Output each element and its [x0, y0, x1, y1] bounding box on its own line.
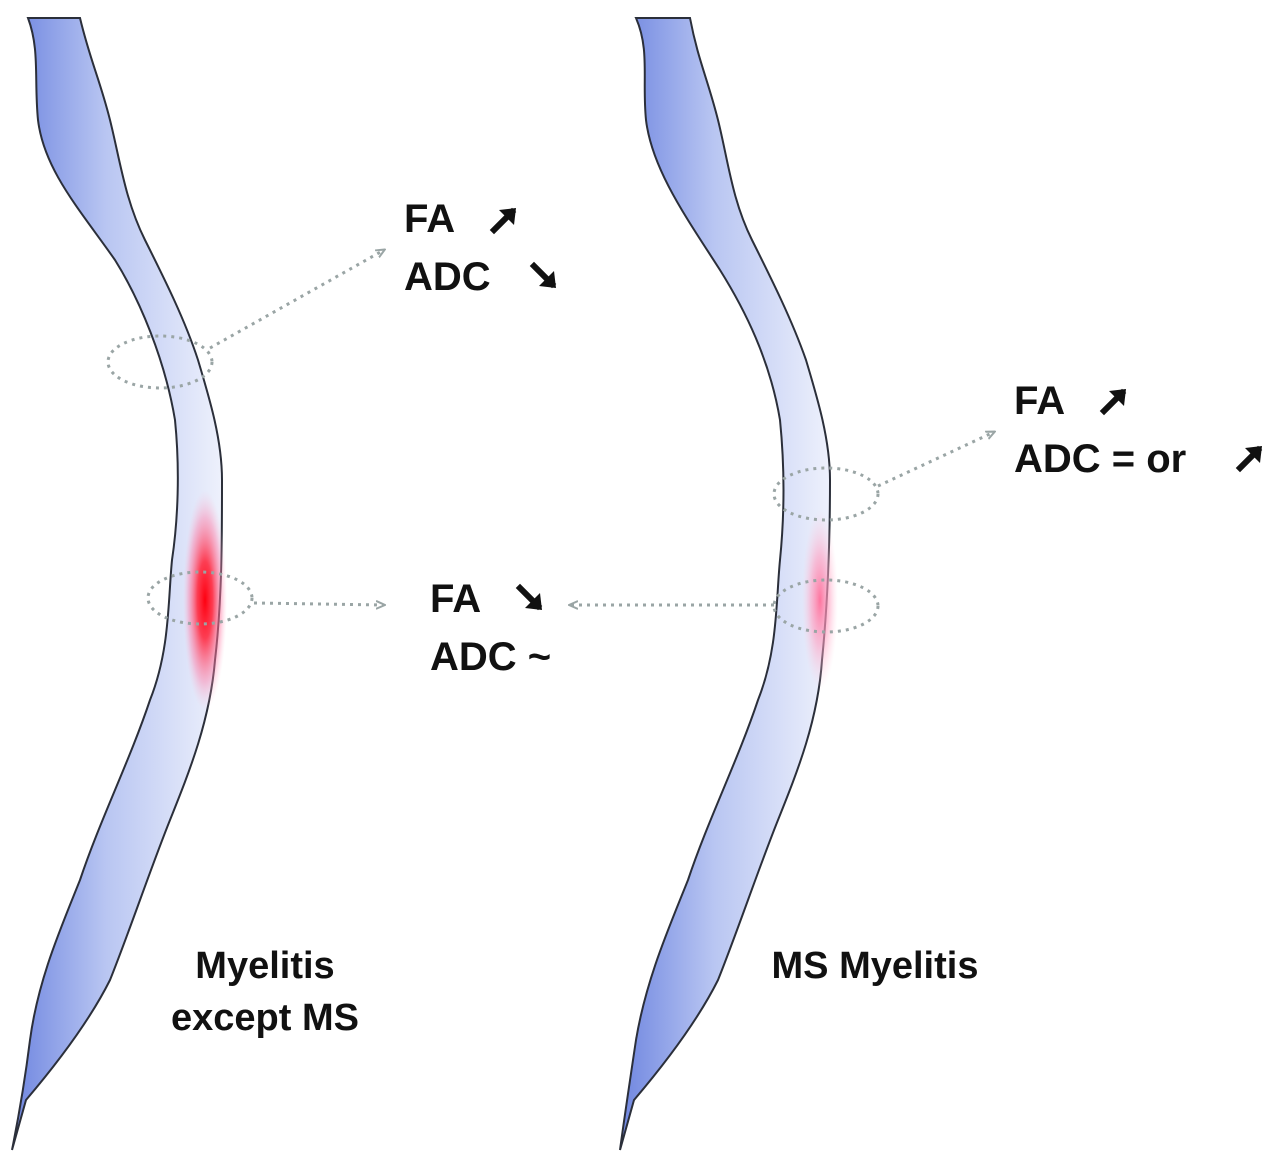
left-lesion-pointer-arrow: [253, 603, 384, 605]
adc-down-arrow-icon: [534, 266, 556, 288]
fa-up-arrow-icon: [494, 208, 516, 230]
adc-label: ADC: [404, 255, 491, 299]
center-lesion-annotation: FA ADC ~: [430, 570, 551, 686]
left-upper-annotation: FA ADC: [404, 190, 491, 306]
left-caption-line2: except MS: [171, 997, 359, 1039]
left-caption: Myelitis except MS: [150, 940, 380, 1044]
fa-label: FA: [404, 197, 456, 241]
right-lesion-roi-ellipse: [772, 578, 880, 634]
left-cord-shape: [11, 17, 224, 1151]
adc-up-arrow-icon-right: [1240, 446, 1262, 468]
left-lesion: [183, 490, 227, 710]
right-caption-text: MS Myelitis: [771, 945, 979, 987]
adc-label-center: ADC ~: [430, 635, 552, 679]
right-caption: MS Myelitis: [745, 940, 1005, 992]
right-upper-pointer-arrow: [877, 432, 994, 488]
fa-label-right: FA: [1014, 379, 1066, 423]
left-upper-pointer-arrow: [209, 250, 384, 350]
adc-label-right: ADC = or: [1014, 437, 1187, 481]
right-spinal-cord: [570, 17, 994, 1151]
left-caption-line1: Myelitis: [195, 945, 335, 987]
left-upper-roi-ellipse: [106, 334, 214, 390]
right-upper-annotation: FA ADC = or: [1014, 372, 1186, 488]
right-cord-shape: [619, 17, 832, 1151]
right-upper-roi-ellipse: [772, 466, 880, 522]
right-lesion: [802, 510, 838, 690]
fa-label-center: FA: [430, 577, 482, 621]
left-spinal-cord: [11, 17, 384, 1151]
left-lesion-roi-ellipse: [146, 570, 254, 626]
